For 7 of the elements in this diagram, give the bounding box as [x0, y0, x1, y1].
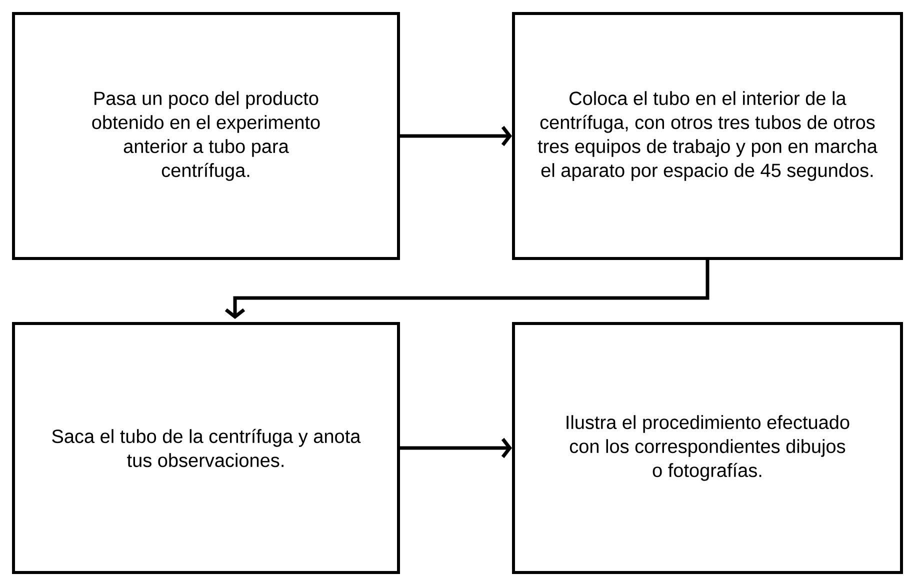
process-box: Pasa un poco del producto obtenido en el experimento anterior a tubo para centrífuga. [12, 12, 400, 260]
process-box: Ilustra el procedimiento efectuado con los correspondientes dibujos o fotografías. [512, 322, 903, 574]
arrow [400, 438, 512, 458]
arrow [224, 260, 710, 319]
process-box: Coloca el tubo en el interior de la centrífuga, con otros tres tubos de otros tres equipos de trabajo y pon en marcha el aparato por espacio de 45 segundos. [512, 12, 903, 260]
process-box: Saca el tubo de la centrífuga y anota tus observaciones. [12, 322, 400, 574]
arrow [400, 126, 512, 146]
